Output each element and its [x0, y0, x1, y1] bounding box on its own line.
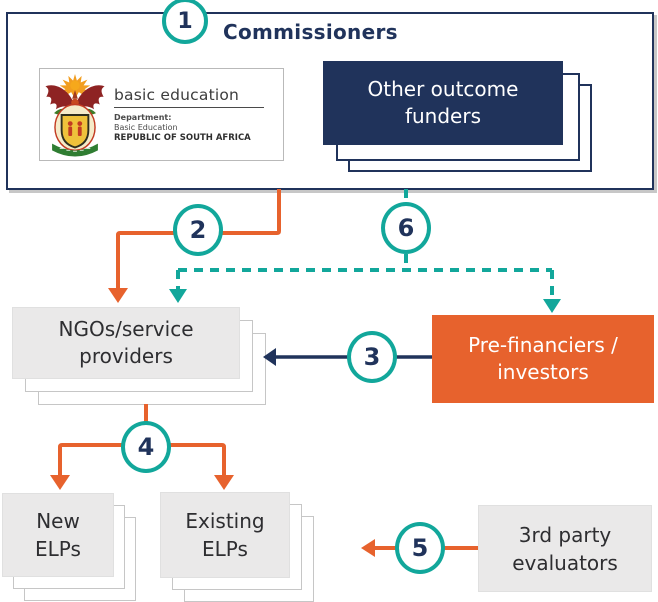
step-circle-2: 2 [173, 204, 223, 256]
logo-country-line: REPUBLIC OF SOUTH AFRICA [114, 132, 251, 143]
ngos-group: NGOs/service providers [12, 307, 266, 405]
step-number: 4 [137, 433, 155, 461]
step-number: 3 [363, 343, 381, 371]
step-number: 2 [189, 216, 207, 244]
step-number: 6 [397, 214, 415, 242]
ngos-label: providers [79, 344, 173, 368]
new-elps-label: New [36, 509, 80, 533]
step-number: 5 [411, 534, 429, 562]
other-funders-box: Other outcome funders [323, 61, 563, 145]
commissioners-panel: Commissioners [6, 12, 654, 190]
step-circle-5: 5 [395, 522, 445, 574]
new-elps-label: ELPs [35, 537, 81, 561]
logo-divider [114, 106, 264, 108]
logo-dept-line: Department: [114, 112, 172, 122]
arrow-6-right-head [543, 299, 561, 313]
step-circle-6: 6 [381, 202, 431, 254]
prefinanciers-box: Pre-financiers / investors [432, 315, 654, 403]
existing-elps-label: ELPs [202, 537, 248, 561]
step-number: 1 [177, 8, 193, 34]
step-circle-3: 3 [347, 331, 397, 383]
prefinanciers-label: Pre-financiers / [468, 333, 618, 357]
coat-of-arms-icon [45, 73, 105, 157]
step-circle-4: 4 [121, 421, 171, 473]
arrow-6-left-head [169, 289, 187, 303]
evaluators-label: evaluators [512, 550, 618, 575]
commissioners-title: Commissioners [223, 20, 398, 44]
new-elps-box: New ELPs [2, 493, 114, 577]
logo-dept-line: Basic Education [114, 122, 178, 132]
arrow-5-head [361, 539, 375, 557]
ngos-box: NGOs/service providers [12, 307, 240, 379]
prefinanciers-label: investors [497, 360, 589, 384]
other-funders-label: funders [404, 104, 482, 128]
arrow-4-left-head [50, 475, 70, 490]
existing-elps-label: Existing [185, 509, 265, 533]
arrow-2-head [108, 288, 128, 303]
other-funders-label: Other outcome [367, 77, 519, 101]
existing-elps-group: Existing ELPs [160, 492, 314, 602]
ngos-label: NGOs/service [58, 317, 194, 341]
evaluators-box: 3rd party evaluators [478, 505, 652, 592]
dbe-logo-text: basic education Department: Basic Educat… [114, 85, 264, 143]
other-funders-group: Other outcome funders [323, 61, 592, 173]
new-elps-group: New ELPs [2, 493, 136, 601]
step-circle-1: 1 [162, 0, 208, 44]
evaluators-label: 3rd party [518, 522, 612, 547]
existing-elps-box: Existing ELPs [160, 492, 290, 578]
dbe-logo: basic education Department: Basic Educat… [39, 68, 284, 161]
arrow-4-right-head [214, 475, 234, 490]
logo-name: basic education [114, 85, 240, 104]
